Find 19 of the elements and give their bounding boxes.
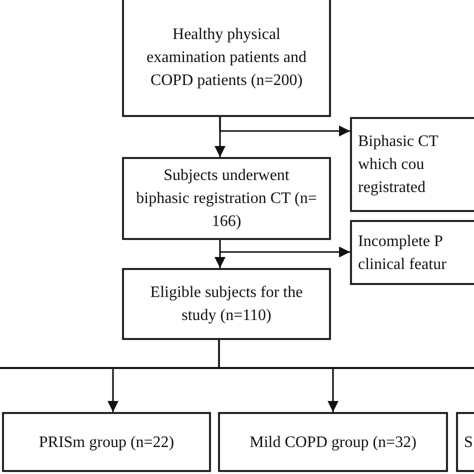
box-text: Eligible subjects for the study (n=110) bbox=[149, 283, 304, 326]
box-text: Incomplete P clinical featur bbox=[358, 232, 448, 274]
arrow bbox=[219, 117, 350, 137]
process-box bbox=[122, 268, 331, 340]
arrow bbox=[218, 340, 339, 412]
arrow bbox=[220, 246, 350, 258]
process-box bbox=[122, 157, 331, 240]
box-text: Biphasic CT which cou registrated bbox=[358, 132, 440, 198]
process-box bbox=[2, 412, 211, 472]
box-text: Subjects underwent biphasic registration CT (n= 166) bbox=[136, 166, 318, 232]
process-box bbox=[218, 412, 448, 472]
box-text: PRISm group (n=22) bbox=[38, 432, 174, 452]
box-text: S bbox=[464, 432, 473, 452]
arrow bbox=[214, 240, 226, 268]
process-box bbox=[350, 117, 474, 212]
process-box bbox=[350, 220, 474, 285]
process-box bbox=[122, 0, 331, 117]
box-text: Healthy physical examination patients and COPD patients (n=200) bbox=[146, 25, 306, 91]
box-text: Mild COPD group (n=32) bbox=[250, 432, 416, 452]
